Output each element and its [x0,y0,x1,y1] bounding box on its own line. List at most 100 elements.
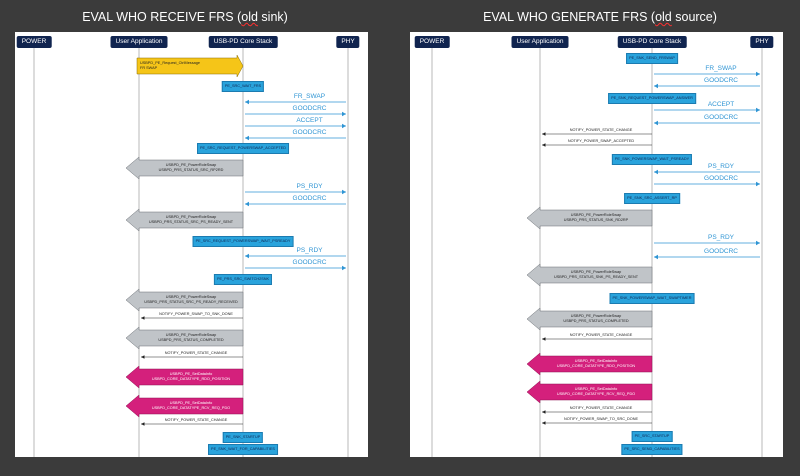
right-callback-label-line: USBPD_PE_PowerRoleSwap [570,213,622,217]
right-message-label: GOODCRC [704,248,738,255]
left-message-label: PS_RDY [296,247,323,254]
right-state-box: PE_SRC_SEND_CAPABILITIES [621,444,683,455]
left-message-arrowhead [245,201,249,207]
right-state-box: PE_SRC_STARTUP [631,431,673,442]
right-callback-label-line: USBPD_PE_PowerRoleSwap [570,314,622,318]
right-message-label: GOODCRC [704,114,738,121]
right-callback-arrow-shape [526,263,653,287]
right-notify-label: NOTIFY_POWER_STATE_CHANGE [569,333,633,337]
left-state-box: PE_SNK_WAIT_FOR_CAPABILITIES [208,444,278,455]
right-diagram-graphics [431,48,763,457]
left-callback-label-line: USBPD_PE_PowerRoleSwap [165,163,217,167]
right-state-box: PE_SNK_SRC_ASSERT_RP [624,193,680,204]
right-setdata-arrow-shape [526,380,653,404]
right-message-label: PS_RDY [707,163,735,170]
right-callback-arrow-shape [526,206,653,230]
left-callback-label-line: USBPD_PE_PowerRoleSwap [165,295,217,299]
right-notify-label: NOTIFY_POWER_STATE_CHANGE [569,128,633,132]
right-setdata-arrow-shape [526,352,653,376]
right-message-arrowhead [756,181,760,187]
right-message-label: GOODCRC [704,77,738,84]
left-message-arrowhead [342,189,346,195]
right-message-label: ACCEPT [707,101,735,108]
right-notify-arrowhead [542,337,546,341]
left-state-box: PE_SNK_STARTUP [222,432,264,443]
left-state-box: PE_SRC_REQUEST_POWERSWAP_ACCEPTED [197,143,289,154]
right-header-core-stack: USB-PD Core Stack [617,36,687,48]
right-message-arrowhead [654,254,658,260]
right-message-arrowhead [654,83,658,89]
right-diagram-title: EVAL WHO GENERATE FRS (old source) [450,10,750,24]
right-state-box: PE_SNK_SEND_FRSWAP [626,53,678,64]
left-callback-label-line: USBPD_PE_PowerRoleSwap [165,333,217,337]
left-message-label: FR_SWAP [293,93,326,100]
left-callback-label-line: USBPD_CORE_DATATYPE_RDO_POSITION [151,377,231,381]
right-notify-arrowhead [542,421,546,425]
left-message-arrowhead [342,265,346,271]
right-callback-label-line: USBPD_PRS_STATUS_SNK_RD2RP [563,218,629,222]
left-call-label-line: USBPD_PE_Request_CtrlMessage [140,61,200,65]
right-message-arrowhead [654,120,658,126]
left-callback-label-line: USBPD_PRS_STATUS_SRC_RP2RD [158,168,224,172]
right-notify-label: NOTIFY_POWER_SWAP_TO_SRC_DONE [563,417,639,421]
left-diagram-graphics [33,48,349,457]
left-callback-label-line: USBPD_PRS_STATUS_COMPLETED [158,338,224,342]
left-callback-arrow-shape [125,288,244,312]
right-title-text: EVAL WHO GENERATE FRS ( [483,10,656,24]
right-callback-label-line: USBPD_PRS_STATUS_SNK_PS_READY_SENT [553,275,639,279]
left-notify-label: NOTIFY_POWER_STATE_CHANGE [164,418,228,422]
right-state-box: PE_SNK_REQUEST_POWERSWAP_ANSWER [608,93,696,104]
left-call-label-line: FR SWAP [140,66,158,70]
right-message-label: PS_RDY [707,234,735,241]
left-callback-label-line: USBPD_CORE_DATATYPE_RCV_REQ_PDO [151,406,231,410]
left-setdata-arrow-shape [125,394,244,418]
left-notify-arrowhead [141,422,145,426]
right-state-box: PE_SNK_POWERSWAP_WAIT_SWAPTIMER [609,293,695,304]
right-title-end: source) [671,10,717,24]
left-message-label: PS_RDY [296,183,323,190]
right-notify-label: NOTIFY_POWER_STATE_CHANGE [569,406,633,410]
left-title-text: EVAL WHO RECEIVE FRS ( [82,10,242,24]
right-callback-label-line: USBPD_PE_SetDataInfo [574,359,618,363]
left-title-underlined: old [241,10,258,24]
left-callback-arrow-shape [125,208,244,232]
left-notify-label: NOTIFY_POWER_SWAP_TO_SNK_DONE [159,312,233,316]
right-state-box: PE_SNK_POWERSWAP_WAIT_PSREADY [611,154,693,165]
right-notify-arrowhead [542,143,546,147]
left-setdata-arrow-shape [125,365,244,389]
left-notify-arrowhead [141,316,145,320]
left-message-label: GOODCRC [292,259,327,266]
left-header-user-application: User Application [110,36,168,48]
left-message-label: GOODCRC [292,129,327,136]
left-header-phy: PHY [336,36,360,48]
right-callback-label-line: USBPD_PE_PowerRoleSwap [570,270,622,274]
right-callback-arrow-shape [526,307,653,331]
left-message-arrowhead [245,99,249,105]
left-callback-label-line: USBPD_PE_SetDataInfo [169,401,213,405]
right-message-arrowhead [654,169,658,175]
right-message-label: FR_SWAP [705,65,737,72]
right-title-underlined: old [655,10,672,24]
left-notify-arrowhead [141,355,145,359]
left-header-power: POWER [16,36,52,48]
left-diagram-title: EVAL WHO RECEIVE FRS (old sink) [35,10,335,24]
left-state-box: PE_SRC_REQUEST_POWERSWAP_WAIT_PSREADY [192,236,294,247]
right-message-arrowhead [756,240,760,246]
left-callback-arrow-shape [125,326,244,350]
right-message-label: GOODCRC [704,175,738,182]
left-message-arrowhead [245,253,249,259]
right-header-user-application: User Application [511,36,569,48]
right-message-arrowhead [756,107,760,113]
right-notify-arrowhead [542,410,546,414]
left-callback-label-line: USBPD_PRS_STATUS_SRC_PS_READY_RECEIVED [144,300,238,304]
